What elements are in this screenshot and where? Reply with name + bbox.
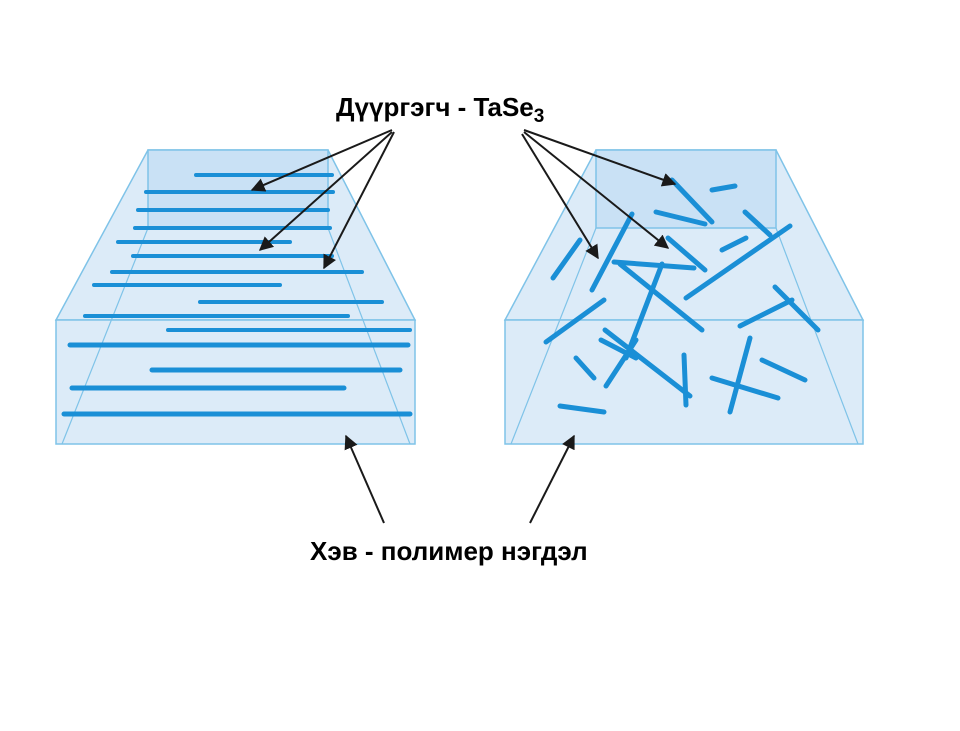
random-fibers [543, 177, 821, 415]
left-block-inner-edge-right [327, 227, 411, 445]
right-block-inner-edge-right [775, 227, 859, 445]
aligned-fibers [61, 173, 413, 417]
fiber [759, 357, 808, 383]
filler-label-text: Дүүргэгч - TaSe [336, 92, 534, 122]
fiber [669, 177, 715, 225]
fiber [598, 337, 639, 361]
filler-label-subscript: 3 [533, 106, 545, 127]
fiber [681, 352, 689, 408]
matrix-arrows [344, 434, 575, 524]
left-block-inner-edge-left [61, 227, 149, 445]
arrow [258, 131, 393, 251]
fiber [719, 235, 749, 253]
fiber [653, 209, 708, 227]
arrow [523, 129, 677, 187]
fiber [611, 259, 697, 271]
fiber [683, 223, 793, 301]
random-composite-block [503, 149, 865, 445]
arrow [323, 131, 395, 270]
left-block-back-face [147, 149, 329, 229]
fiber [727, 335, 753, 415]
filler-arrows [250, 129, 677, 270]
fiber [602, 327, 693, 399]
arrow [521, 133, 599, 260]
fiber [737, 297, 795, 329]
fiber [742, 209, 773, 238]
fiber [772, 284, 821, 333]
fiber [550, 237, 583, 281]
left-block-front-face [55, 319, 416, 445]
fiber [617, 261, 705, 333]
arrow [529, 434, 575, 524]
fiber [709, 375, 781, 401]
matrix-label: Хэв - полимер нэгдэл [310, 536, 588, 566]
filler-label: Дүүргэгч - TaSe3 [336, 92, 544, 126]
fiber [573, 355, 597, 381]
fiber [543, 297, 607, 345]
arrow [250, 129, 393, 192]
fiber [709, 183, 738, 193]
arrow [344, 434, 385, 524]
arrow [523, 131, 670, 249]
fiber [557, 403, 607, 415]
fiber [665, 235, 708, 273]
fiber [589, 211, 635, 293]
